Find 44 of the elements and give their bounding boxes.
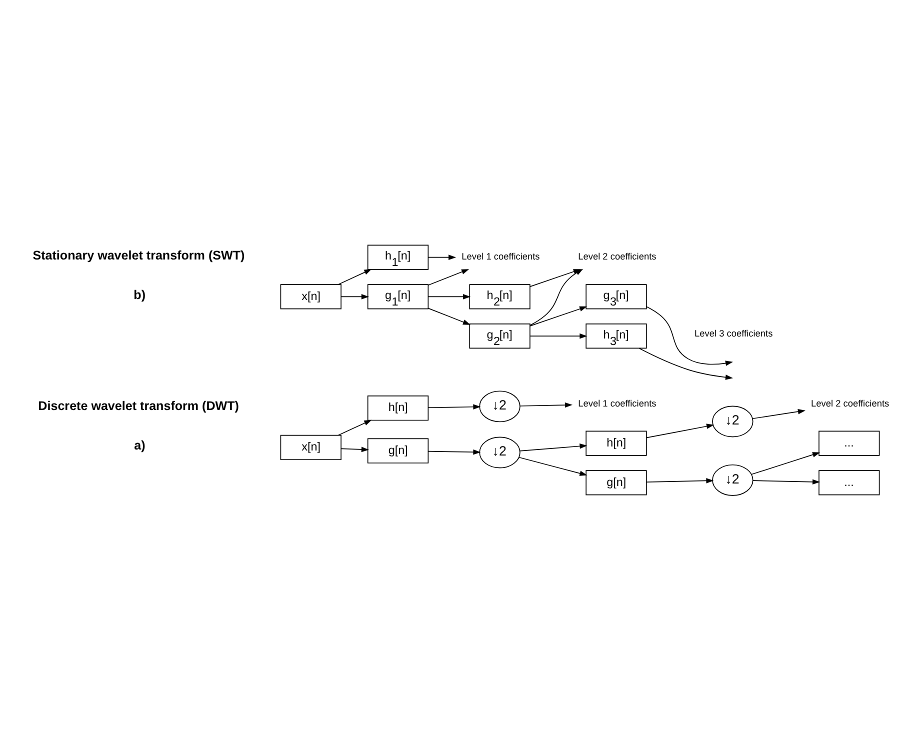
arrow [518, 456, 588, 476]
node-box: g[n] [367, 438, 429, 464]
arrow [752, 479, 820, 485]
arrow [340, 294, 369, 300]
node-text: Level 2 coefficients [811, 398, 890, 408]
arrow [752, 409, 806, 420]
arrow [428, 294, 471, 300]
arrow [646, 424, 714, 438]
arrow [751, 452, 820, 475]
node-box: g[n] [586, 470, 647, 496]
arrow [340, 446, 369, 452]
label: Discrete wavelet transform (DWT) [38, 399, 239, 414]
arrow [428, 449, 481, 455]
node-text: Level 2 coefficients [578, 252, 656, 262]
arrow [428, 404, 481, 410]
arrow [530, 306, 588, 326]
arrow [519, 444, 588, 452]
label: Stationary wavelet transform (SWT) [32, 248, 245, 262]
label: a) [134, 438, 146, 453]
node-box: x[n] [280, 434, 342, 460]
node-box: ... [818, 470, 880, 496]
node-ellipse: ↓2 [479, 436, 520, 468]
arrow [338, 420, 372, 436]
node-text: Level 1 coefficients [578, 398, 656, 408]
arrow [428, 308, 470, 325]
arrow [530, 333, 588, 339]
node-box: ... [818, 430, 880, 456]
arrow [638, 348, 734, 380]
arrow [428, 269, 470, 286]
node-ellipse: ↓2 [712, 464, 754, 496]
arrow [338, 269, 372, 285]
arrow [520, 402, 573, 408]
label: b) [134, 288, 146, 302]
node-ellipse: ↓2 [712, 406, 754, 438]
node-box: h[n] [367, 396, 429, 421]
arrow [646, 306, 734, 366]
node-ellipse: ↓2 [479, 390, 520, 422]
label: Level 3 coefficients [694, 328, 773, 339]
arrow [646, 478, 714, 484]
arrow [530, 269, 582, 287]
node-text: Level 1 coefficients [462, 252, 540, 262]
node-box: h[n] [586, 430, 647, 456]
node-box: x[n] [280, 284, 342, 310]
arrow [428, 254, 456, 260]
